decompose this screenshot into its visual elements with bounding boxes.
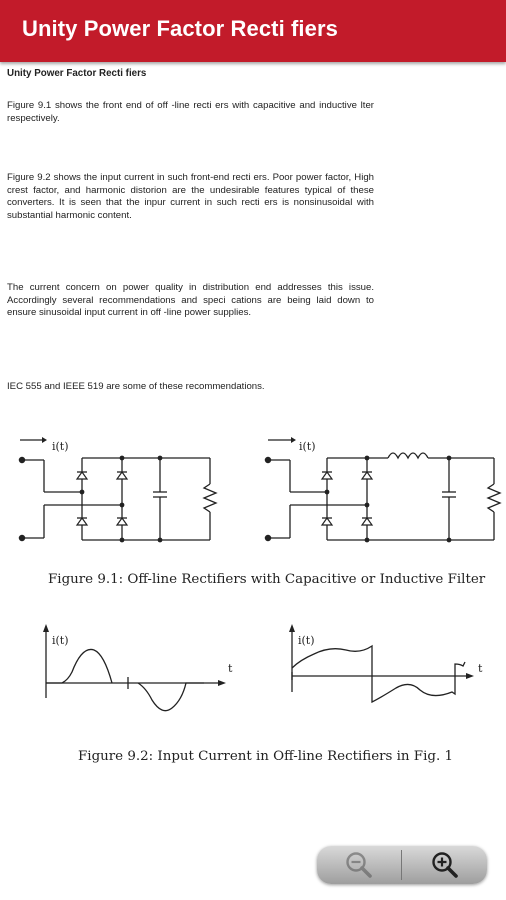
document-body: Unity Power Factor Recti fiers Figure 9.… — [7, 68, 377, 392]
figure-9-1-caption: Figure 9.1: Off-line Rectifiers with Cap… — [48, 572, 486, 587]
figure-9-2-axis-right: t — [478, 662, 483, 675]
paragraph-1: Figure 9.1 shows the front end of off -l… — [7, 100, 374, 124]
figure-9-2-waveforms: i(t) t i(t) t — [43, 624, 483, 712]
figure-9-1-label-left: i(t) — [52, 440, 69, 453]
paragraph-3: The current concern on power quality in … — [7, 282, 374, 319]
figure-9-2-caption: Figure 9.2: Input Current in Off-line Re… — [78, 749, 453, 764]
paragraph-4: IEC 555 and IEEE 519 are some of these r… — [7, 381, 265, 392]
app-header: Unity Power Factor Recti fiers — [0, 0, 506, 62]
section-heading: Unity Power Factor Recti fiers — [7, 68, 147, 79]
figure-9-2-label-right: i(t) — [298, 634, 315, 647]
page-title: Unity Power Factor Recti fiers — [22, 16, 338, 41]
zoom-divider — [401, 850, 402, 880]
zoom-in-icon — [432, 852, 458, 878]
zoom-controls — [317, 846, 487, 884]
zoom-in-button[interactable] — [403, 846, 487, 884]
zoom-out-icon — [346, 852, 372, 878]
figure-9-2-axis-left: t — [228, 662, 233, 675]
paragraph-2: Figure 9.2 shows the input current in su… — [7, 172, 374, 221]
figure-9-2-label-left: i(t) — [52, 634, 69, 647]
figure-9-1-circuits: i(t) i(t) — [18, 437, 502, 543]
figure-9-1-label-right: i(t) — [299, 440, 316, 453]
zoom-out-button[interactable] — [317, 846, 401, 884]
